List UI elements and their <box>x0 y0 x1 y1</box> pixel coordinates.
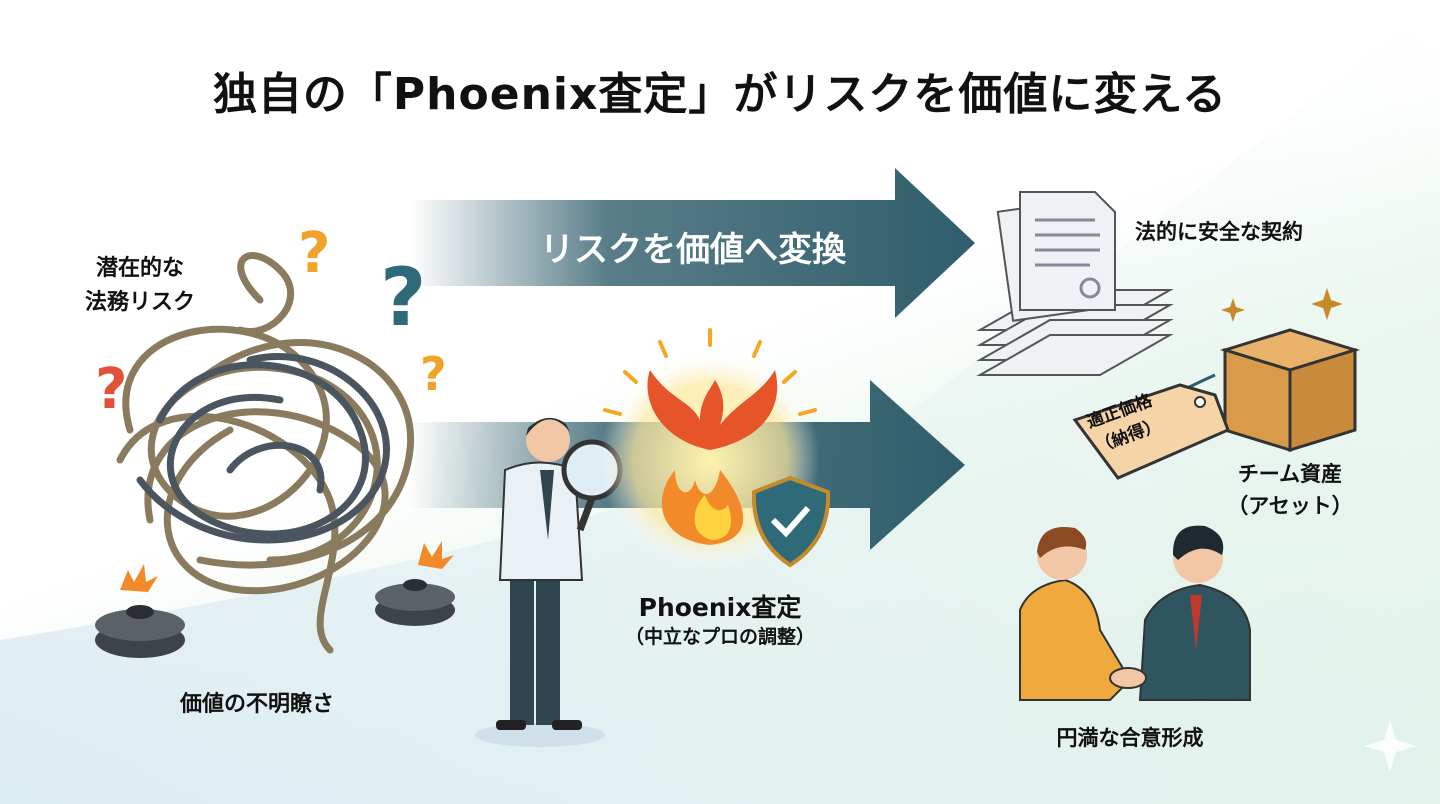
potential-legal-risk-label: 潜在的な 法務リスク <box>85 252 195 320</box>
arrow-label: リスクを価値へ変換 <box>540 230 846 270</box>
handshake-people-icon <box>1019 525 1251 701</box>
question-mark-icon: ? <box>298 221 330 286</box>
phoenix-label: Phoenix査定 <box>638 593 802 622</box>
question-mark-icon: ? <box>95 357 127 422</box>
agreement-label: 円満な合意形成 <box>1056 726 1204 750</box>
sparkle-icon <box>1364 720 1416 772</box>
team-asset-label: チーム資産 （アセット） <box>1210 458 1370 522</box>
contract-label: 法的に安全な契約 <box>1135 220 1303 244</box>
page-title: 独自の「Phoenix査定」がリスクを価値に変える <box>212 69 1228 120</box>
tangled-rope-icon <box>116 252 415 654</box>
question-mark-icons: ? ? ? ? <box>95 221 447 422</box>
upper-arrow <box>410 168 975 318</box>
phoenix-sublabel: （中立なプロの調整） <box>624 626 815 648</box>
asset-box-icon <box>1219 288 1361 453</box>
risk-label-line1: 潜在的な <box>96 256 185 281</box>
question-mark-icon: ? <box>420 347 447 401</box>
inspector-person-icon <box>475 417 623 747</box>
legal-documents-icon <box>976 191 1174 376</box>
shield-check-icon <box>751 475 831 568</box>
question-mark-icon: ? <box>380 251 426 344</box>
landmine-icon <box>375 541 455 626</box>
landmine-icon <box>95 564 185 658</box>
asset-label-line2: （アセット） <box>1227 494 1353 518</box>
price-tag-icon <box>1072 373 1230 480</box>
unclear-value-label: 価値の不明瞭さ <box>180 692 335 717</box>
risk-label-line2: 法務リスク <box>85 290 196 315</box>
asset-label-line1: チーム資産 <box>1237 462 1343 486</box>
